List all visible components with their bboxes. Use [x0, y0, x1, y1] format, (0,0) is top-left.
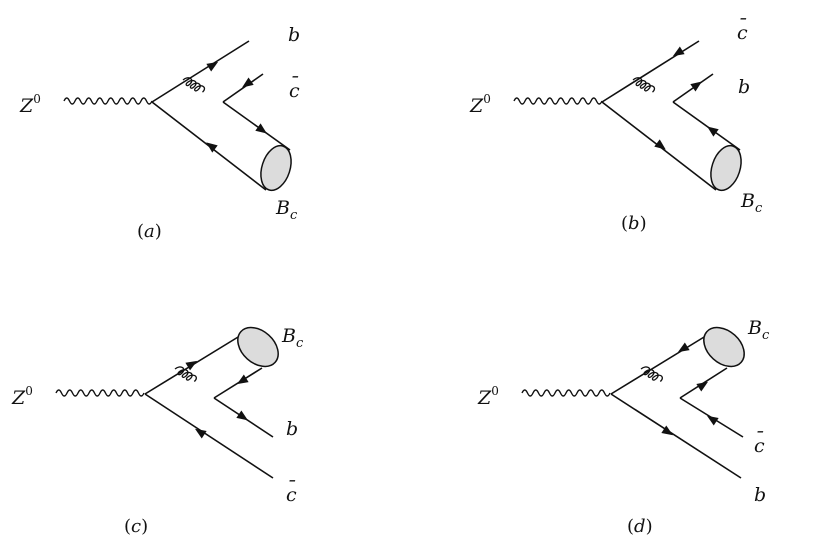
diagram-b: Z0 c ¯ b Bc (b) [469, 15, 763, 234]
bc-meson-blob [260, 144, 292, 192]
cbar-quark-label: c [737, 22, 748, 44]
z-boson-label: Z0 [469, 92, 491, 117]
b-quark-label: b [288, 24, 300, 46]
arrow [255, 123, 270, 138]
arrow [690, 77, 705, 92]
quark-line-c [222, 101, 291, 151]
z-boson-label: Z0 [11, 384, 33, 409]
quark-line-b [610, 393, 742, 479]
cbar-bar: ¯ [289, 73, 299, 95]
cbar-bar: ¯ [737, 15, 747, 37]
gluon-line [630, 74, 657, 96]
antiquark-line-cbar [144, 393, 274, 479]
caption-b: (b) [621, 213, 647, 234]
diagram-c: Z0 Bc b c ¯ (c) [11, 325, 304, 537]
z-boson-label: Z0 [477, 384, 499, 409]
diagram-a: Z0 b c ¯ Bc (a) [19, 24, 300, 242]
caption-d: (d) [627, 516, 653, 537]
photon-line [521, 389, 611, 397]
bc-meson-label: Bc [281, 325, 304, 351]
bc-meson-blob [703, 326, 745, 368]
gluon-line [180, 74, 207, 96]
cbar-quark-label: c [754, 435, 765, 457]
cbar-bar: ¯ [286, 477, 296, 499]
caption-a: (a) [137, 221, 162, 242]
cbar-quark-label: c [286, 484, 297, 506]
antiquark-line-cbar [222, 73, 264, 103]
diagram-d: Z0 Bc c ¯ b (d) [477, 317, 770, 537]
quark-line-b [151, 40, 250, 103]
photon-line [55, 389, 145, 397]
z-boson-label: Z0 [19, 92, 41, 117]
bc-meson-label: Bc [747, 317, 770, 343]
bc-meson-label: Bc [740, 190, 763, 216]
antiquark-line-c [672, 101, 741, 151]
bc-meson-blob [237, 326, 279, 368]
bc-meson-label: Bc [275, 197, 298, 223]
arrow [234, 374, 249, 388]
b-quark-label: b [738, 76, 750, 98]
photon-line [513, 97, 603, 105]
photon-line [63, 97, 153, 105]
bc-meson-blob [710, 144, 742, 192]
arrow [704, 122, 719, 137]
b-quark-label: b [754, 484, 766, 506]
antiquark-line [610, 333, 710, 395]
antiquark-line-cbar [601, 40, 700, 103]
arrow [236, 410, 251, 425]
b-quark-label: b [286, 418, 298, 440]
caption-c: (c) [124, 516, 148, 537]
cbar-quark-label: c [289, 80, 300, 102]
cbar-bar: ¯ [754, 428, 764, 450]
